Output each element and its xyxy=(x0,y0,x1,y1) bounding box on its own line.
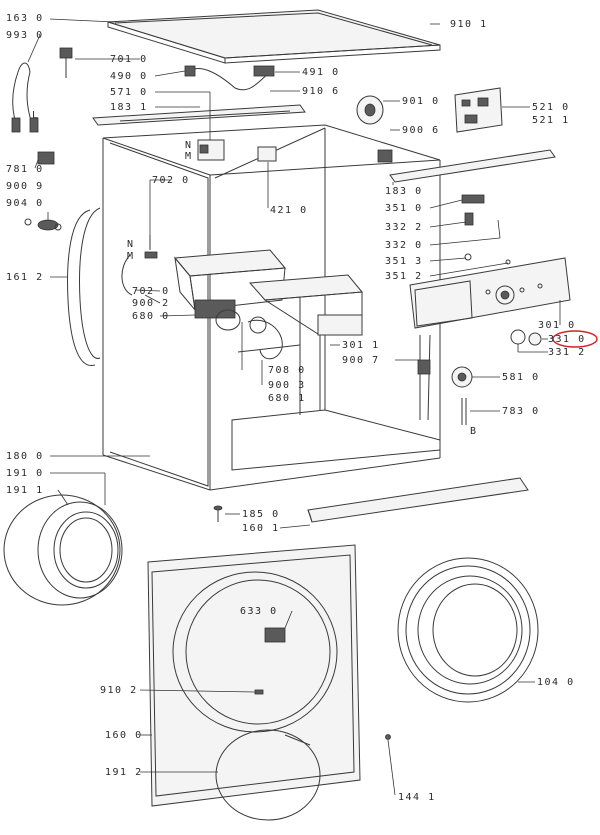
wiring-490 xyxy=(187,67,271,91)
label-708-0: 708 0 xyxy=(268,365,306,376)
marker-n-mid: N xyxy=(127,239,135,250)
label-161-2: 161 2 xyxy=(6,272,44,283)
label-331-0: 331 0 xyxy=(548,334,586,345)
label-904-0: 904 0 xyxy=(6,198,44,209)
label-191-2: 191 2 xyxy=(105,767,143,778)
part-332-2 xyxy=(464,212,474,226)
drain-hose xyxy=(67,209,96,366)
part-351-0 xyxy=(461,194,485,204)
label-191-1: 191 1 xyxy=(6,485,44,496)
cabinet-body xyxy=(102,124,441,491)
label-900-7: 900 7 xyxy=(342,355,380,366)
part-491 xyxy=(253,65,275,77)
label-331-2: 331 2 xyxy=(548,347,586,358)
label-301-0: 301 0 xyxy=(538,320,576,331)
part-labels: 163 0 993 0 910 1 701 0 490 0 491 0 571 … xyxy=(6,13,586,803)
label-183-0: 183 0 xyxy=(385,186,423,197)
label-581-0: 581 0 xyxy=(502,372,540,383)
label-491-0: 491 0 xyxy=(302,67,340,78)
label-702-0-top: 702 0 xyxy=(152,175,190,186)
dispenser-hose xyxy=(247,319,283,360)
rear-bracket xyxy=(92,104,306,126)
label-104-0: 104 0 xyxy=(537,677,575,688)
knob-ring xyxy=(510,329,526,345)
label-910-6: 910 6 xyxy=(302,86,340,97)
label-351-3: 351 3 xyxy=(385,256,423,267)
label-351-0: 351 0 xyxy=(385,203,423,214)
inlet-hose xyxy=(11,34,41,133)
dispenser-drawer xyxy=(248,274,363,336)
label-900-2: 900 2 xyxy=(132,298,170,309)
label-144-1: 144 1 xyxy=(398,792,436,803)
label-900-3: 900 3 xyxy=(268,380,306,391)
label-680-1: 680 1 xyxy=(268,393,306,404)
knob xyxy=(528,332,542,346)
label-421-0: 421 0 xyxy=(270,205,308,216)
label-160-0: 160 0 xyxy=(105,730,143,741)
pressure-switch xyxy=(356,95,384,125)
label-701-0: 701 0 xyxy=(110,54,148,65)
rail-183 xyxy=(389,149,556,183)
label-332-2: 332 2 xyxy=(385,222,423,233)
label-191-0: 191 0 xyxy=(6,468,44,479)
label-490-0: 490 0 xyxy=(110,71,148,82)
label-571-0: 571 0 xyxy=(110,87,148,98)
label-332-0: 332 0 xyxy=(385,240,423,251)
front-panel xyxy=(147,544,361,807)
label-351-2: 351 2 xyxy=(385,271,423,282)
label-901-0: 901 0 xyxy=(402,96,440,107)
part-900-6 xyxy=(377,149,393,163)
part-781 xyxy=(37,151,55,165)
leader-lines xyxy=(34,18,561,796)
label-521-1: 521 1 xyxy=(532,115,570,126)
label-301-1: 301 1 xyxy=(342,340,380,351)
part-701 xyxy=(59,47,73,59)
label-163-0: 163 0 xyxy=(6,13,44,24)
kick-plate xyxy=(307,477,529,523)
label-180-0: 180 0 xyxy=(6,451,44,462)
door-seal xyxy=(3,494,123,606)
porthole-glass xyxy=(215,729,321,821)
door-assembly xyxy=(397,557,539,703)
label-702-0-mid: 702 0 xyxy=(132,286,170,297)
screw-144 xyxy=(385,734,391,740)
label-910-2: 910 2 xyxy=(100,685,138,696)
marker-b: B xyxy=(470,426,478,437)
detergent-dispenser xyxy=(174,249,286,331)
marker-m-top: M xyxy=(185,151,193,162)
label-185-0: 185 0 xyxy=(242,509,280,520)
label-781-0: 781 0 xyxy=(6,164,44,175)
label-993-0: 993 0 xyxy=(6,30,44,41)
highlight-ring xyxy=(552,330,598,348)
control-panel xyxy=(409,257,571,329)
top-cover xyxy=(107,9,441,64)
label-521-0: 521 0 xyxy=(532,102,570,113)
label-783-0: 783 0 xyxy=(502,406,540,417)
control-board xyxy=(454,87,503,133)
label-910-1: 910 1 xyxy=(450,19,488,30)
marker-l: L xyxy=(32,110,40,121)
part-421 xyxy=(257,146,277,162)
marker-n-top: N xyxy=(185,140,193,151)
label-183-1: 183 1 xyxy=(110,102,148,113)
label-160-1: 160 1 xyxy=(242,523,280,534)
label-680-0: 680 0 xyxy=(132,311,170,322)
label-900-6: 900 6 xyxy=(402,125,440,136)
label-633-0: 633 0 xyxy=(240,606,278,617)
part-351-3 xyxy=(464,253,472,261)
label-900-9: 900 9 xyxy=(6,181,44,192)
marker-m-mid: M xyxy=(127,251,135,262)
